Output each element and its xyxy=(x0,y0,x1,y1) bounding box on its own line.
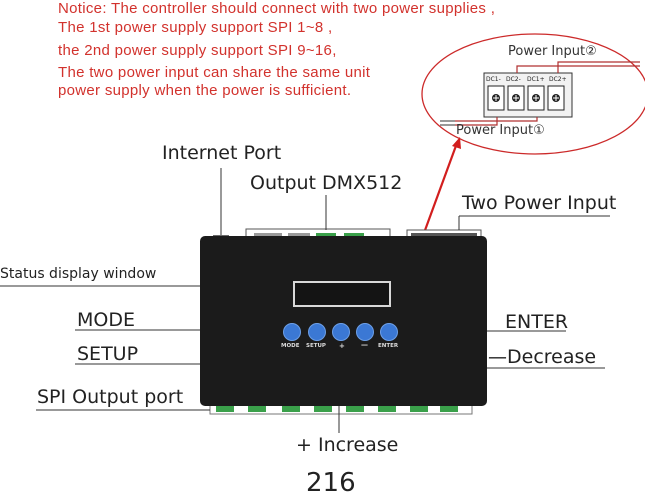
status-window-label: Status display window xyxy=(0,266,157,282)
decrease-label: —Decrease xyxy=(488,346,597,368)
enter-button[interactable] xyxy=(380,323,398,341)
setup-button-label: SETUP xyxy=(306,343,326,349)
notice-line-4: The two power input can share the same u… xyxy=(58,64,371,81)
increase-label: + Increase xyxy=(296,434,399,456)
power-input-1-label: Power Input① xyxy=(456,123,545,138)
mode-label: MODE xyxy=(77,309,135,331)
notice-line-5: power supply when the power is sufficien… xyxy=(58,82,352,99)
notice-line-1: Notice: The controller should connect wi… xyxy=(58,0,496,17)
increase-button-label: + xyxy=(339,342,345,350)
power-input-2-label: Power Input② xyxy=(508,44,597,59)
terminal-label: DC1+ xyxy=(527,76,545,83)
enter-button-label: ENTER xyxy=(378,343,399,349)
callout-arrow xyxy=(422,142,459,234)
enter-label: ENTER xyxy=(505,311,569,333)
terminal-label: DC2+ xyxy=(549,76,567,83)
terminal-label: DC2- xyxy=(506,76,521,83)
notice-line-2: The 1st power supply support SPI 1~8 , xyxy=(58,19,333,36)
mode-button-label: MODE xyxy=(281,343,300,349)
decrease-button[interactable] xyxy=(356,323,374,341)
terminal-label: DC1- xyxy=(486,76,501,83)
status-display-screen xyxy=(293,281,391,307)
decrease-button-label: — xyxy=(361,341,368,349)
spi-output-label: SPI Output port xyxy=(37,386,184,408)
increase-button[interactable] xyxy=(332,323,350,341)
mode-button[interactable] xyxy=(283,323,301,341)
internet-port-label: Internet Port xyxy=(162,142,282,164)
two-power-input-label: Two Power Input xyxy=(462,192,617,214)
output-dmx-label: Output DMX512 xyxy=(250,172,403,194)
setup-button[interactable] xyxy=(308,323,326,341)
setup-label: SETUP xyxy=(77,343,139,365)
page-number: 216 xyxy=(306,468,356,498)
controller-device xyxy=(200,236,487,406)
notice-line-3: the 2nd power supply support SPI 9~16, xyxy=(58,42,337,59)
